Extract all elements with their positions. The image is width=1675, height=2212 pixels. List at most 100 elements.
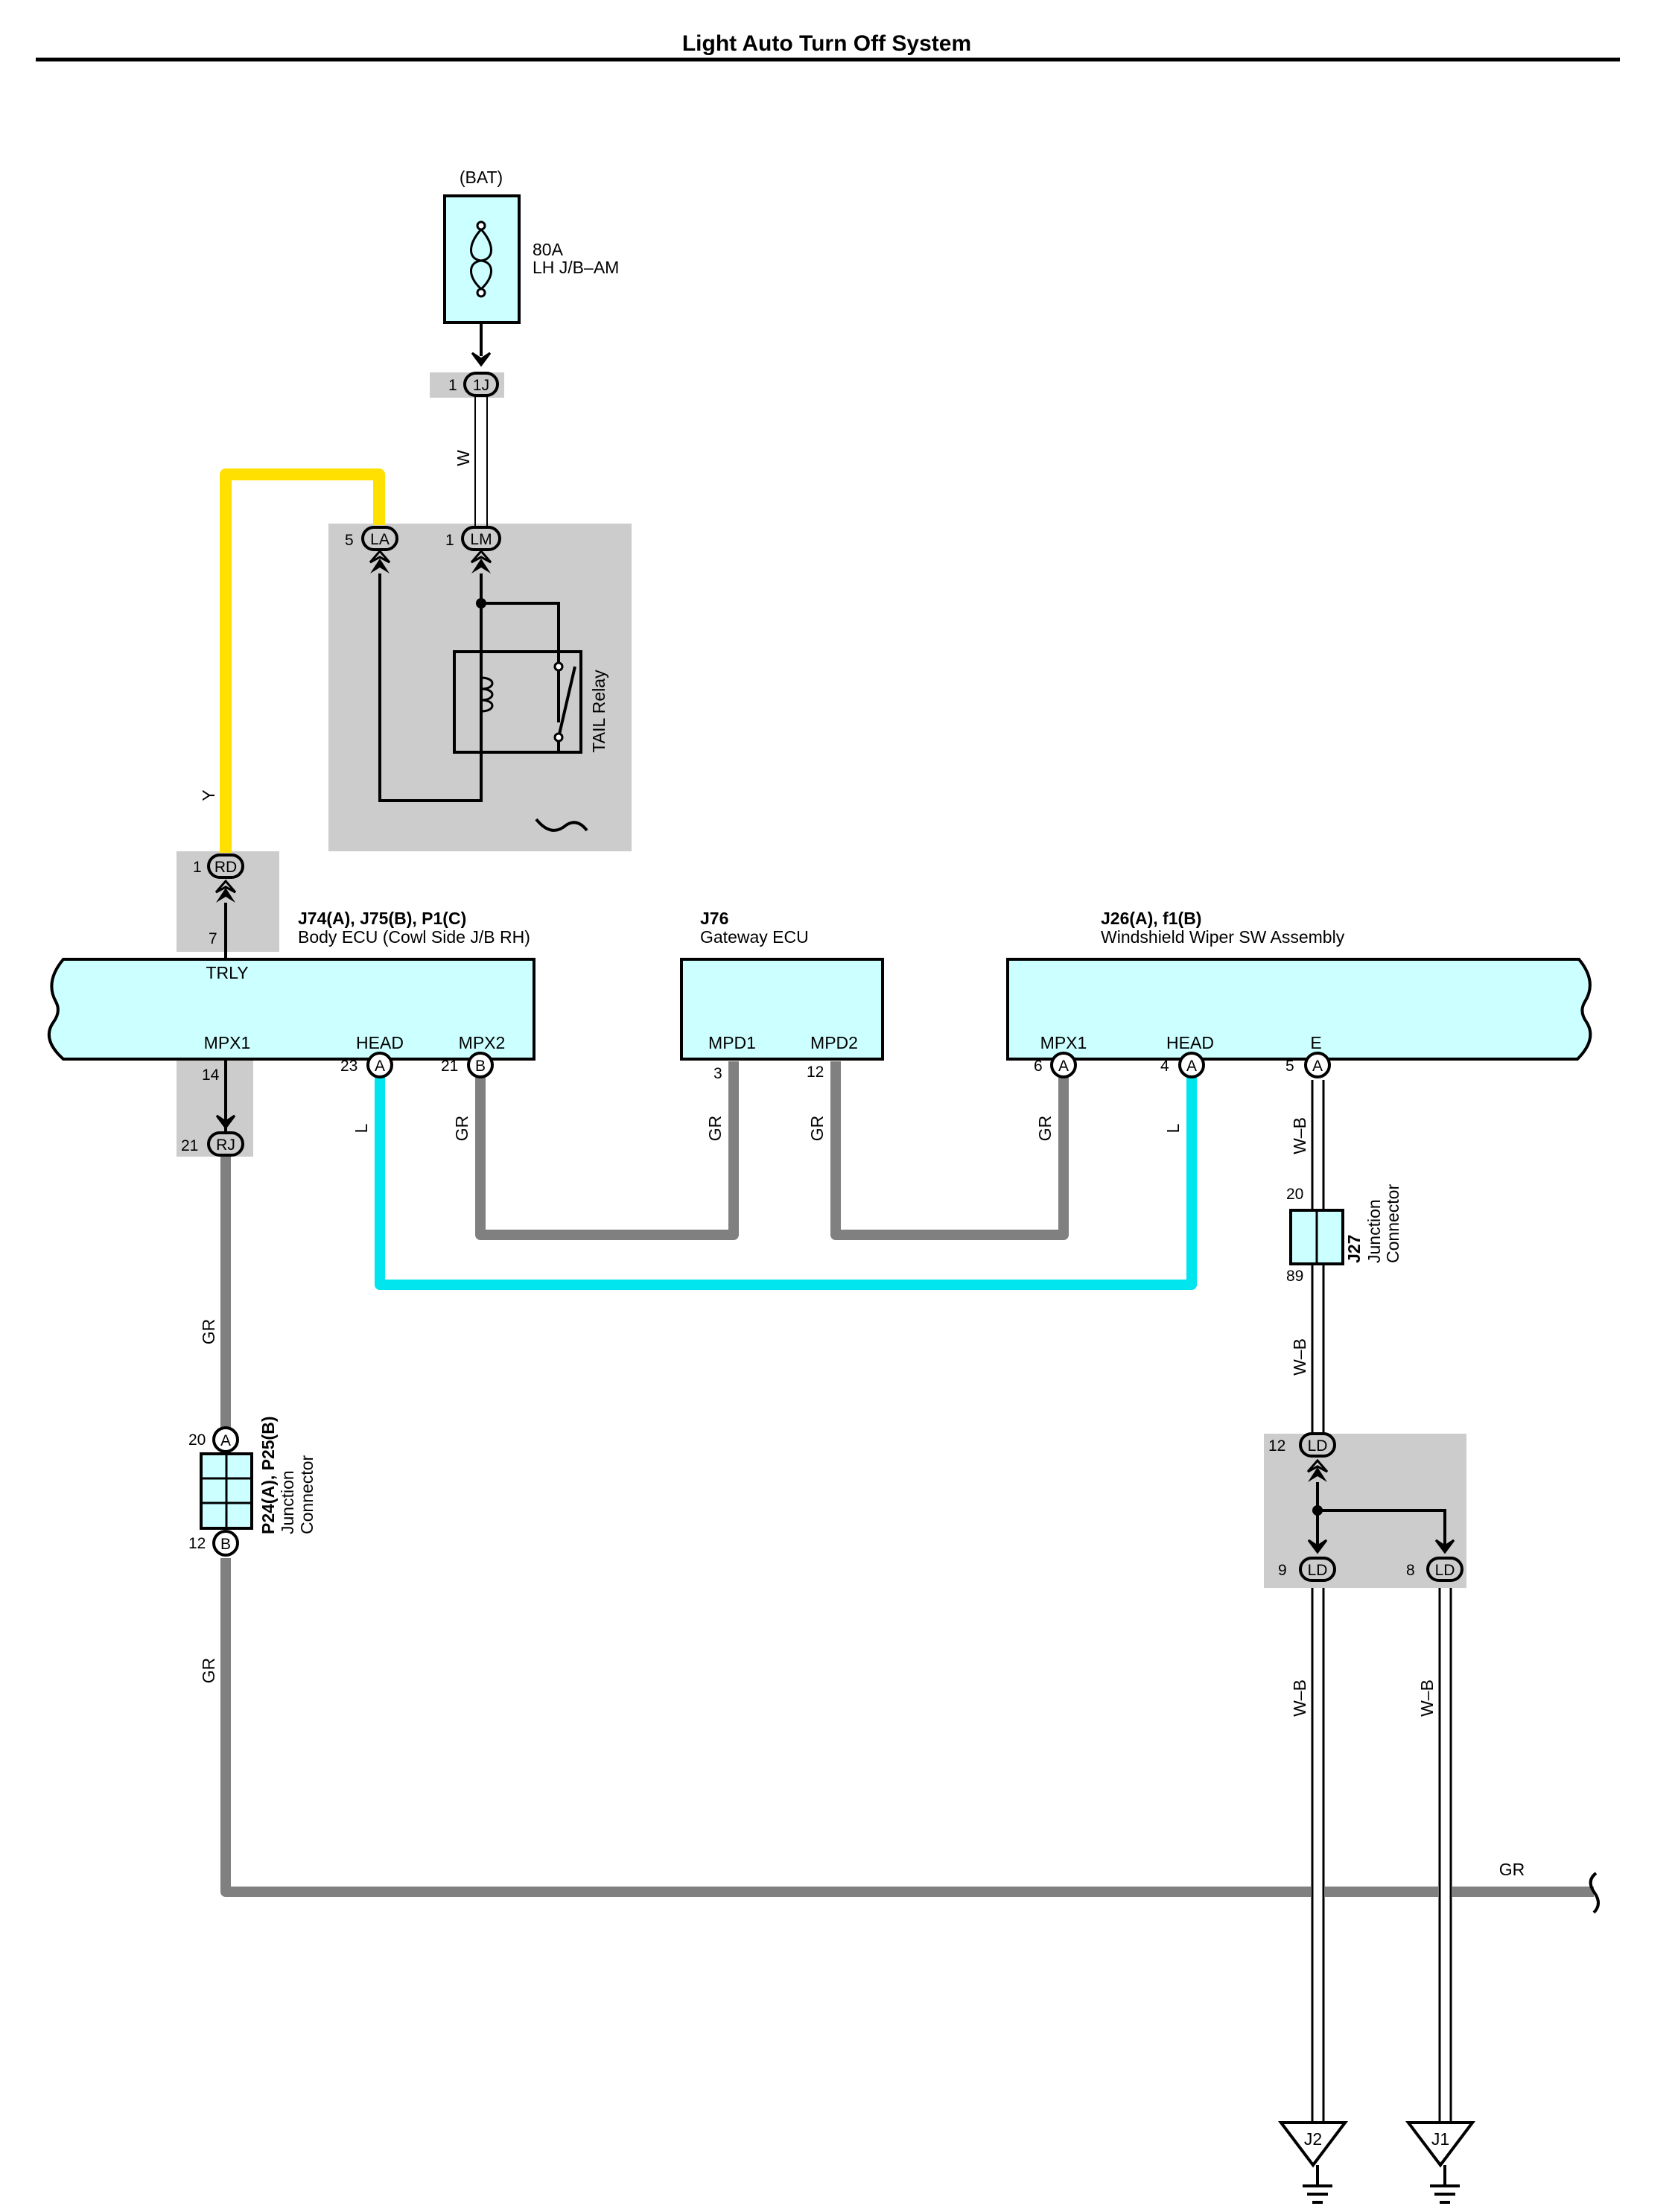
relay-junction-dot [476,598,486,608]
conn-rj [207,1131,244,1157]
conn-1j [463,372,499,397]
wiper-pin-head: 4 [1160,1058,1169,1075]
wire-label-gr-wiper: GR [1035,1116,1055,1142]
p24-name-line1: Junction [278,1470,297,1534]
gateway-ecu-id: J76 [700,909,728,928]
relay-coil-icon [480,676,494,713]
wire-gr-bus [220,1558,1594,1897]
fuse-box [443,194,521,324]
j27-pin-bottom: 89 [1286,1268,1303,1285]
conn-rj-pin: 21 [181,1137,198,1154]
conn-lm-code: LM [470,531,492,548]
ld-pin-out2: 8 [1406,1562,1415,1579]
wiper-term-e: E [1310,1033,1321,1052]
ground-j2-icon [1277,2121,1349,2204]
body-ecu-term-mpx1: MPX1 [204,1033,251,1052]
wiper-conn-head-code: A [1186,1058,1197,1075]
conn-rd [207,854,244,879]
conn-mpx2-b [467,1052,494,1078]
conn-mpx2-b-code: B [475,1058,486,1075]
wire-w [474,395,488,527]
ld-pin-in: 12 [1268,1437,1285,1455]
switch-contact-bottom [553,732,564,743]
conn-head-a [366,1052,393,1078]
wire-label-wb-ld9: W–B [1290,1679,1309,1717]
conn-lm-pin: 1 [445,532,454,549]
body-ecu-term-mpx2: MPX2 [459,1033,506,1052]
wire-label-gr-upper: GR [199,1319,218,1345]
wire-label-wb-e: W–B [1290,1117,1309,1154]
wire-label-l-right: L [1163,1123,1183,1133]
body-ecu-ids: J74(A), J75(B), P1(C) [298,909,466,928]
battery-label: (BAT) [460,168,503,187]
body-ecu-pin-trly: 7 [209,930,217,947]
wire-label-gr-mpd2: GR [807,1116,827,1142]
ground-j1-icon [1405,2121,1476,2204]
p24-pin-bottom: 12 [188,1535,206,1552]
gateway-ecu-name: Gateway ECU [700,927,809,947]
conn-rj-code: RJ [216,1137,235,1154]
p24-conn-b-code: B [220,1536,231,1553]
wiper-sw-name: Windshield Wiper SW Assembly [1101,927,1345,947]
conn-la-pin: 5 [345,532,354,549]
body-ecu-box [47,958,535,1061]
ld-conn-out1-code: LD [1308,1562,1328,1579]
wire-label-gr-bus: GR [1499,1860,1525,1879]
wiper-conn-mpx1 [1050,1052,1077,1078]
arrow-up-icon [214,879,237,903]
j27-name-line2: Connector [1383,1184,1402,1263]
conn-la-code: LA [370,531,390,548]
wire-label-gr-lower: GR [199,1658,218,1684]
conn-1j-code: 1J [473,377,489,394]
fuse-rating: 80A [533,240,564,259]
wire-label-y: Y [199,789,218,801]
p24-conn-a-code: A [220,1432,231,1449]
wiper-conn-head [1178,1052,1205,1078]
wiper-pin-e: 5 [1285,1058,1294,1075]
wiper-sw-box [1006,958,1592,1061]
relay-circuit [378,573,588,832]
body-ecu-pin-head: 23 [340,1058,357,1075]
arrow-down-icon [1434,1539,1455,1554]
gateway-pin-mpd2: 12 [807,1064,824,1081]
fuse-name: LH J/B–AM [533,258,619,277]
tail-relay-label: TAIL Relay [589,670,608,753]
wiper-term-mpx1: MPX1 [1040,1033,1087,1052]
p24-conn-b [212,1530,239,1557]
j27-id: J27 [1344,1235,1364,1263]
wire-wb-ld9-j2 [1311,1588,1325,2123]
conn-rd-code: RD [214,859,237,876]
gateway-ecu-box [680,958,884,1061]
ground-j1-label: J1 [1431,2129,1449,2149]
wire-crossings [1311,1883,1452,1901]
body-ecu-pin-mpx1: 14 [202,1067,220,1084]
ld-conn-out1 [1299,1557,1336,1582]
bus-break-symbol [1589,1872,1600,1914]
wiper-pin-mpx1: 6 [1034,1058,1043,1075]
p24-name-line2: Connector [297,1455,317,1534]
p24-pin-top: 20 [188,1431,206,1449]
p24-ids: P24(A), P25(B) [258,1417,278,1534]
conn-rd-pin: 1 [193,859,202,876]
ld-splice-dot [1312,1505,1323,1516]
ground-j2-label: J2 [1304,2129,1322,2149]
wire-label-gr-mpx2: GR [452,1116,471,1142]
body-ecu-pin-mpx2: 21 [441,1058,458,1075]
wire-wb-e-j27 [1311,1080,1325,1437]
wire-label-l-left: L [352,1123,371,1133]
conn-1j-pin: 1 [448,377,457,394]
gateway-pin-mpd1: 3 [713,1065,722,1082]
wire-label-gr-mpd1: GR [705,1116,725,1142]
arrow-up-icon [1306,1458,1329,1482]
arrow-down-icon [471,352,492,367]
page-title: Light Auto Turn Off System [682,31,971,56]
j27-name-line1: Junction [1364,1199,1384,1263]
wire-y [220,468,385,853]
wiper-conn-e-code: A [1312,1058,1323,1075]
j27-pin-top: 20 [1286,1186,1303,1203]
p24-conn-a [212,1426,239,1453]
wiper-conn-mpx1-code: A [1058,1058,1069,1075]
wire-l-head [375,1076,1197,1290]
wiper-sw-ids: J26(A), f1(B) [1101,909,1201,928]
